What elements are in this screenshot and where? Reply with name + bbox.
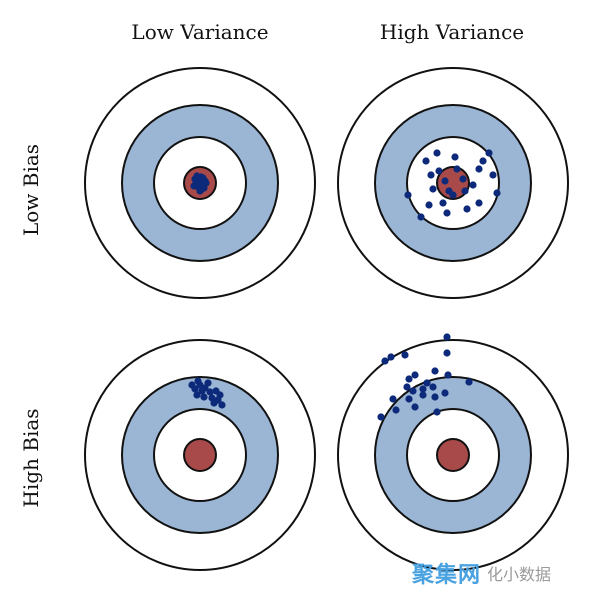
hit-dot [377, 413, 385, 421]
hit-dot [475, 165, 483, 173]
bullseye [183, 438, 217, 472]
hit-dot [443, 333, 451, 341]
hit-dot [417, 213, 425, 221]
bullseye [436, 438, 470, 472]
hit-dot [401, 351, 409, 359]
hit-dot [193, 391, 201, 399]
hit-dot [427, 171, 435, 179]
hit-dot [409, 387, 417, 395]
hit-dot [431, 393, 439, 401]
hit-dot [387, 353, 395, 361]
hit-dot [459, 175, 467, 183]
hit-dot [405, 395, 413, 403]
hit-dot [451, 153, 459, 161]
hit-dot [405, 375, 413, 383]
hit-dot [463, 205, 471, 213]
hit-dot [449, 191, 457, 199]
hit-dot [435, 167, 443, 175]
hit-dot [461, 187, 469, 195]
hit-dot [475, 199, 483, 207]
column-label-high-variance: High Variance [379, 20, 525, 44]
hit-dot [429, 383, 437, 391]
target-low-bias-high-variance [337, 67, 569, 299]
target-high-bias-low-variance [84, 339, 316, 571]
hit-dot [443, 209, 451, 217]
hit-dot [444, 371, 452, 379]
hit-dot [441, 389, 449, 397]
hit-dot [200, 393, 208, 401]
hit-dot [493, 189, 501, 197]
hit-dot [423, 379, 431, 387]
target-low-bias-low-variance [84, 67, 316, 299]
hit-dot [431, 367, 439, 375]
hit-dot [218, 401, 226, 409]
hit-dot [422, 157, 430, 165]
hit-dot [216, 391, 224, 399]
hit-dot [439, 199, 447, 207]
bullseye [436, 166, 470, 200]
hit-dot [465, 378, 473, 386]
hit-dot [425, 201, 433, 209]
hit-dot [419, 391, 427, 399]
hit-dot [469, 181, 477, 189]
hit-dot [403, 383, 411, 391]
hit-dot [389, 395, 397, 403]
hit-dot [188, 381, 196, 389]
hit-dot [404, 191, 412, 199]
hit-dot [194, 377, 202, 385]
hit-dot [206, 388, 214, 396]
hit-dot [443, 349, 451, 357]
hit-dot [204, 379, 212, 387]
hit-dot [392, 406, 400, 414]
hit-dot [198, 387, 206, 395]
hit-dot [429, 185, 437, 193]
hit-dot [411, 403, 419, 411]
hit-dot [381, 357, 389, 365]
hit-dot [193, 172, 201, 180]
hit-dot [419, 385, 427, 393]
target-high-bias-high-variance [337, 333, 569, 571]
hit-dot [411, 371, 419, 379]
hit-dot [453, 165, 461, 173]
column-label-low-variance: Low Variance [131, 20, 269, 44]
hit-dot [489, 171, 497, 179]
hit-dot [433, 149, 441, 157]
hit-dot [479, 157, 487, 165]
hit-dot [199, 174, 207, 182]
hit-dot [433, 408, 441, 416]
hit-dot [485, 149, 493, 157]
hit-dot [196, 187, 204, 195]
hit-dot [190, 182, 198, 190]
hit-dot [441, 177, 449, 185]
